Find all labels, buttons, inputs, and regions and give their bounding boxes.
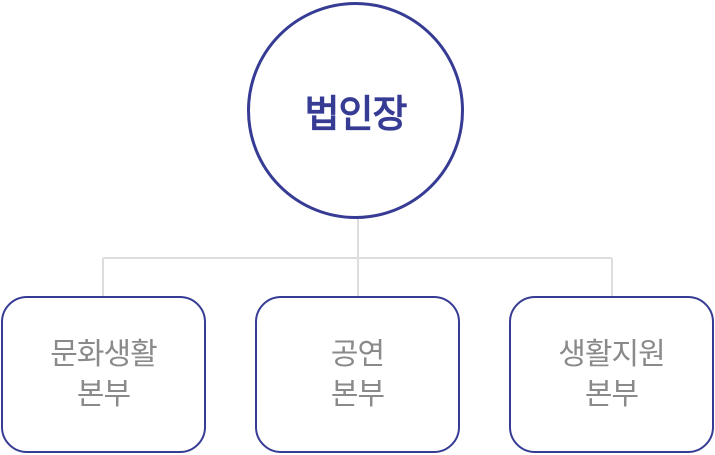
division-node-subtitle: 본부 [330, 376, 385, 412]
division-node-title: 문화생활 [50, 336, 157, 372]
root-node-label: 법인장 [304, 92, 408, 136]
division-node-title: 공연 [330, 336, 385, 372]
root-node-circle: 법인장 [247, 2, 464, 219]
division-node-title: 생활지원 [558, 336, 665, 372]
division-node-living-support: 생활지원 본부 [509, 296, 714, 453]
division-node-subtitle: 본부 [76, 376, 131, 412]
division-node-culture-life: 문화생활 본부 [1, 296, 206, 453]
division-node-subtitle: 본부 [584, 376, 639, 412]
division-node-performance: 공연 본부 [255, 296, 460, 453]
